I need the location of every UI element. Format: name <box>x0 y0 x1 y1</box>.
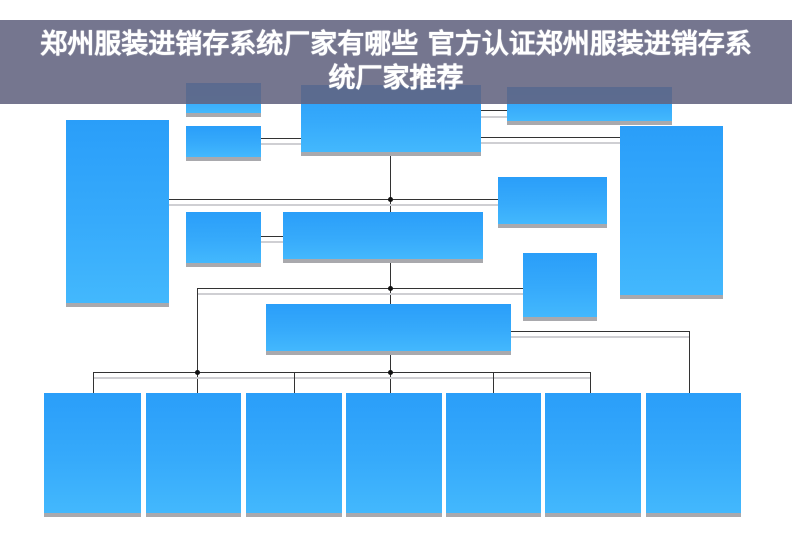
node-top-left-2 <box>186 126 261 157</box>
junction-dot <box>195 370 200 375</box>
connector-shadow <box>261 241 283 243</box>
connector <box>493 372 494 393</box>
connector <box>197 288 198 393</box>
connector <box>93 372 94 393</box>
node-bottom-1 <box>44 393 141 513</box>
junction-dot <box>388 286 393 291</box>
node-bottom-4 <box>346 393 442 513</box>
node-bottom-7 <box>646 393 741 513</box>
connector <box>481 137 620 138</box>
connector <box>481 110 507 111</box>
connector <box>689 331 690 393</box>
connector-shadow <box>261 143 301 145</box>
connector <box>169 199 498 200</box>
node-bottom-3 <box>246 393 342 513</box>
node-left-tall <box>66 120 169 303</box>
connector-shadow <box>197 293 523 295</box>
node-right-square <box>523 253 597 317</box>
connector-shadow <box>511 336 689 338</box>
node-mid-left-small <box>186 212 261 263</box>
node-right-mid <box>498 177 607 224</box>
connector <box>511 331 689 332</box>
junction-dot <box>388 370 393 375</box>
node-bottom-6 <box>545 393 641 513</box>
connector-shadow <box>169 204 498 206</box>
connector <box>294 372 295 393</box>
node-bottom-5 <box>446 393 541 513</box>
node-mid-center <box>283 212 483 259</box>
connector <box>261 236 283 237</box>
page-title: 郑州服装进销存系统厂家有哪些 官方认证郑州服装进销存系统厂家推荐 <box>40 29 752 94</box>
connector <box>197 288 523 289</box>
node-bottom-2 <box>146 393 241 513</box>
connector <box>590 372 591 393</box>
connector <box>261 138 301 139</box>
node-lower-center <box>266 304 511 351</box>
title-banner: 郑州服装进销存系统厂家有哪些 官方认证郑州服装进销存系统厂家推荐 <box>0 20 792 104</box>
junction-dot <box>388 197 393 202</box>
node-right-tall <box>620 126 723 295</box>
trunk-line <box>390 152 391 393</box>
connector-shadow <box>481 142 620 144</box>
connector <box>93 372 590 373</box>
connector-shadow <box>481 116 507 118</box>
connector-shadow <box>93 377 590 379</box>
